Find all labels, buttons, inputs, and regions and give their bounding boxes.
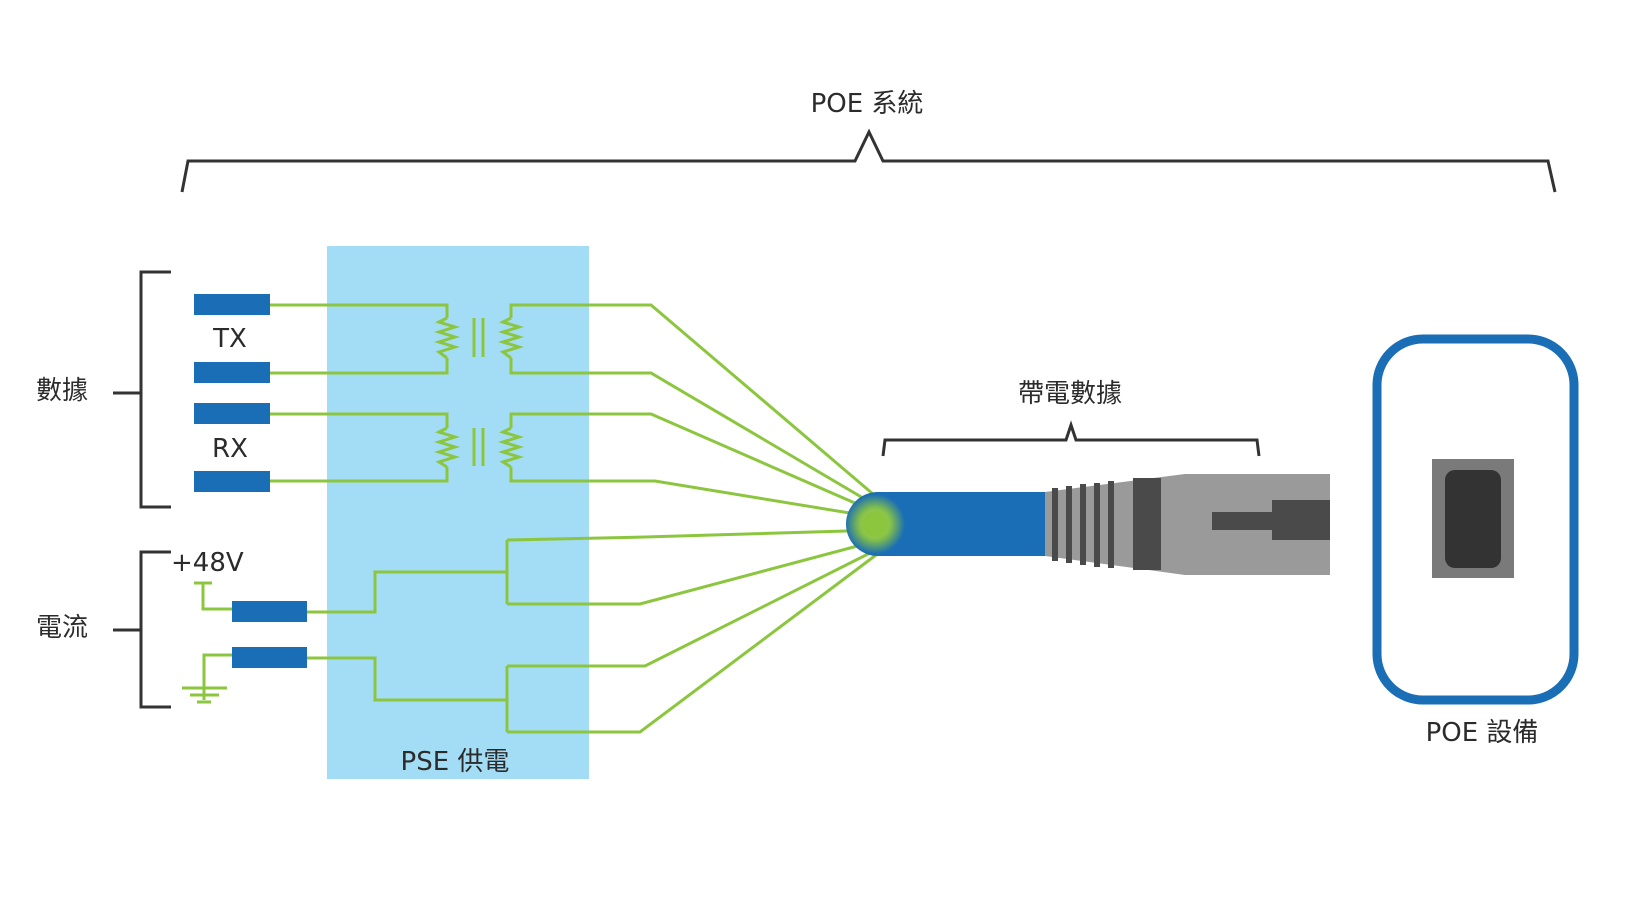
device-port-slot: [1445, 470, 1501, 568]
current-group-label: 電流: [36, 613, 88, 643]
tx-coil-left: [433, 316, 461, 360]
powered-data-label: 帶電數據: [1018, 379, 1122, 409]
rx-wire-bottom-left: [270, 467, 449, 483]
data-bracket: [113, 270, 171, 509]
ground-port: [232, 647, 307, 668]
v48-wire: [307, 570, 507, 614]
plug-ribs: [1052, 478, 1161, 570]
tx-wire-top-left: [270, 303, 449, 318]
v48-branch: [505, 528, 881, 606]
v48-port: [232, 601, 307, 622]
device-label: POE 設備: [1426, 718, 1539, 748]
powered-data-brace: [881, 420, 1261, 457]
pse-label: PSE 供電: [401, 747, 510, 777]
rx-wire-top-right: [509, 412, 881, 516]
rx-label: RX: [212, 434, 248, 464]
cable-core: [862, 511, 888, 537]
ground-symbol: [182, 653, 232, 704]
tx-wire-bottom-right: [509, 358, 881, 510]
system-brace: [180, 128, 1557, 193]
rx-coil-right: [497, 426, 525, 469]
wiring: [182, 303, 881, 734]
tx-port-top: [194, 294, 270, 315]
rx-port-bottom: [194, 471, 270, 492]
data-group-label: 數據: [36, 376, 88, 406]
cable-plug: [845, 474, 1330, 575]
tx-coil-right: [497, 316, 525, 360]
rx-port-top: [194, 403, 270, 424]
ground-branch: [505, 546, 881, 734]
plug-latch: [1272, 500, 1330, 540]
tx-wire-bottom-left: [270, 358, 449, 375]
rx-wire-top-left: [270, 412, 449, 428]
tx-core: [472, 318, 485, 357]
pse-panel: [327, 246, 589, 779]
plug-tab: [1212, 512, 1272, 530]
current-bracket: [113, 550, 171, 709]
v48-symbol: [194, 581, 232, 611]
tx-wire-top-right: [509, 303, 881, 502]
voltage-label: +48V: [171, 548, 244, 578]
rx-wire-bottom-right: [509, 467, 881, 520]
rx-coil-left: [433, 426, 461, 469]
rx-core: [472, 428, 485, 466]
tx-port-bottom: [194, 362, 270, 383]
system-title: POE 系統: [811, 89, 924, 119]
ground-wire: [307, 656, 507, 702]
tx-label: TX: [212, 324, 247, 354]
